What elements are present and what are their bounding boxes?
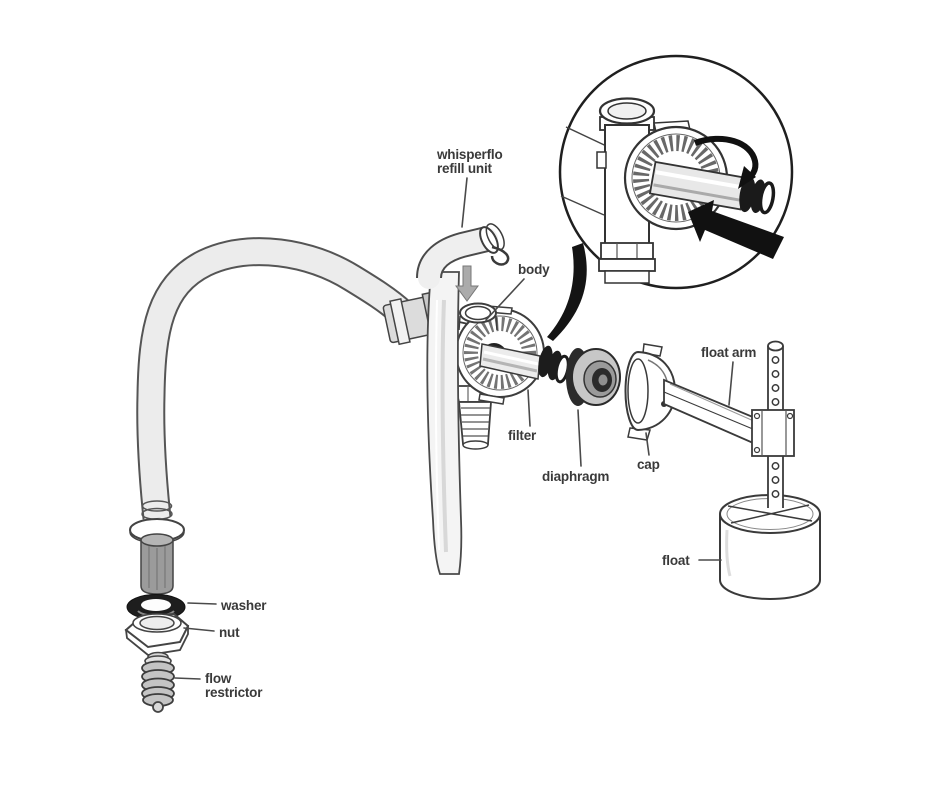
- leader-float-arm: [728, 361, 734, 406]
- label-float: float: [662, 553, 690, 568]
- label-filter: filter: [508, 428, 537, 443]
- rotation-arrow-icon: [693, 136, 759, 189]
- label-nut: nut: [219, 625, 240, 640]
- label-diaphragm: diaphragm: [542, 469, 609, 484]
- supply-hose: [136, 237, 412, 520]
- leader-nut: [183, 627, 215, 632]
- leader-diaphragm: [577, 409, 582, 467]
- arm-rod-clamp: [751, 409, 795, 457]
- detail-inset-circle: [558, 54, 794, 290]
- label-whisperflo-line2: refill unit: [437, 161, 493, 176]
- leader-filter: [527, 389, 531, 427]
- label-flow-restrictor-line2: restrictor: [205, 685, 263, 700]
- diaphragm-part: [566, 348, 621, 406]
- flow-restrictor-part: [141, 651, 175, 713]
- cap-part: [624, 343, 677, 441]
- float-rod: [767, 340, 784, 508]
- float-arm-part: [663, 378, 761, 448]
- spout-clip: [490, 245, 510, 266]
- label-flow-restrictor-line1: flow: [205, 671, 232, 686]
- label-washer: washer: [220, 598, 267, 613]
- push-arrow-icon: [688, 200, 784, 259]
- leader-body: [485, 278, 525, 321]
- label-cap: cap: [637, 457, 660, 472]
- leader-flow-restrictor: [174, 677, 201, 680]
- standpipe: [426, 271, 463, 575]
- leader-washer: [187, 602, 217, 605]
- float-part: [719, 494, 821, 600]
- leader-cap: [645, 432, 650, 456]
- label-float-arm: float arm: [701, 345, 756, 360]
- nut-part: [124, 612, 190, 656]
- body-top-port: [458, 302, 498, 331]
- label-body: body: [518, 262, 550, 277]
- insert-arrow-icon: [455, 265, 479, 302]
- filter-part: [479, 343, 570, 384]
- detail-callout-swoosh: [547, 243, 587, 341]
- leader-whisperflo: [461, 177, 468, 228]
- label-whisperflo-line1: whisperflo: [436, 147, 503, 162]
- refill-spout: [416, 223, 510, 289]
- hose-end-fitting: [129, 500, 185, 595]
